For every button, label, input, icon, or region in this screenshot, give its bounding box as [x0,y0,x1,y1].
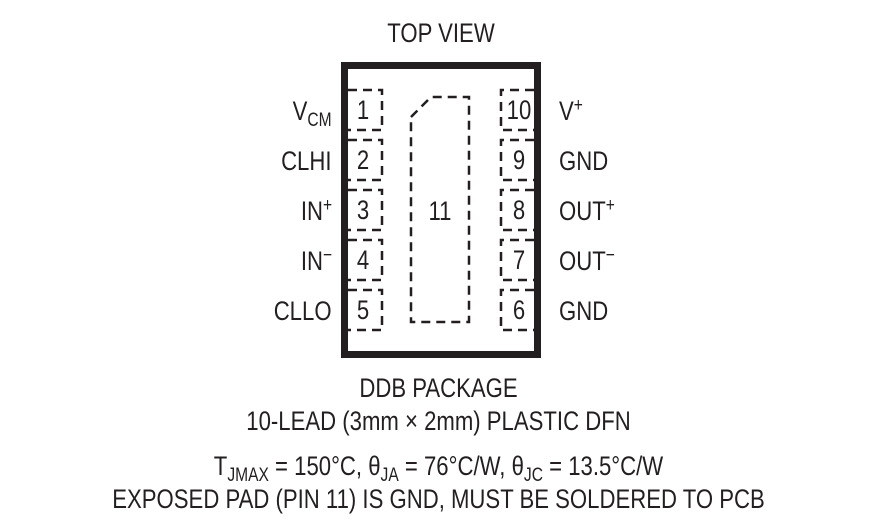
pin-label-main: V [292,96,308,126]
pad-5-outline [348,288,384,332]
package-outline [341,62,541,358]
pin-label-main: IN [300,246,323,276]
pin-label-sup: + [573,95,583,116]
package-description: 10-LEAD (3mm × 2mm) PLASTIC DFN [246,406,631,436]
pin-label-sub: CM [307,110,332,131]
theta-ja-value: = 76°C/W, [398,451,512,481]
pad-10-outline [499,88,534,132]
pin-label-main: OUT [559,196,606,226]
pin-label-sup: + [322,195,332,216]
pad-7-outline [499,238,534,282]
exposed-pad-outline [409,95,471,324]
pad-1-outline [348,88,384,132]
tjmax-value: = 150°C, [268,451,369,481]
pad-6-outline [499,288,534,332]
pin-number-4: 4 [356,245,370,275]
theta-ja-symbol: θ [368,451,381,481]
pin-label-sup: − [322,245,332,266]
pin-number-5: 5 [356,295,370,325]
pin-number-8: 8 [512,195,526,225]
pin-label-v-plus: V+ [559,95,583,126]
pin-label-cllo: CLLO [274,298,332,325]
pin-label-in-minus: IN− [300,245,332,276]
pin-label-main: V [559,96,574,126]
pin-label-main: IN [300,196,323,226]
pin-number-9: 9 [512,145,526,175]
pin-label-main: CLHI [281,146,332,176]
tjmax-symbol: T [213,451,228,481]
pin-label-main: CLLO [274,296,332,326]
pin-number-1: 1 [356,95,370,125]
exposed-pad-number: 11 [428,196,452,226]
pin-number-3: 3 [356,195,370,225]
diagram-title: TOP VIEW [387,18,495,48]
pin-label-main: GND [559,146,609,176]
pin-label-out-plus: OUT+ [559,195,615,226]
package-name: DDB PACKAGE [359,373,518,403]
pin-label-vcm: VCM [292,96,332,131]
pin-number-10: 10 [506,95,532,125]
theta-jc-value: = 13.5°C/W [542,451,664,481]
pin-number-2: 2 [356,145,370,175]
pad-3-outline [348,188,384,232]
pin-label-sup: + [605,195,615,216]
pin-number-6: 6 [512,295,526,325]
tjmax-subscript: JMAX [227,465,269,486]
pin-label-sup: − [605,245,615,266]
theta-jc-subscript: JC [523,465,543,486]
pin-label-gnd-9: GND [559,148,608,175]
pin-label-clhi: CLHI [282,148,332,175]
pin-label-main: GND [559,296,609,326]
pad-2-outline [348,138,384,182]
pin-label-out-minus: OUT− [559,245,615,276]
theta-jc-symbol: θ [511,451,524,481]
pad-9-outline [499,138,534,182]
pin-label-in-plus: IN+ [300,195,332,226]
pin-label-gnd-6: GND [559,298,608,325]
pin-number-7: 7 [512,245,526,275]
pin-label-main: OUT [559,246,606,276]
pad-8-outline [499,188,534,232]
thermal-specs: TJMAX = 150°C, θJA = 76°C/W, θJC = 13.5°… [79,451,798,486]
theta-ja-subscript: JA [380,465,399,486]
exposed-pad-note: EXPOSED PAD (PIN 11) IS GND, MUST BE SOL… [112,484,765,514]
pad-4-outline [348,238,384,282]
